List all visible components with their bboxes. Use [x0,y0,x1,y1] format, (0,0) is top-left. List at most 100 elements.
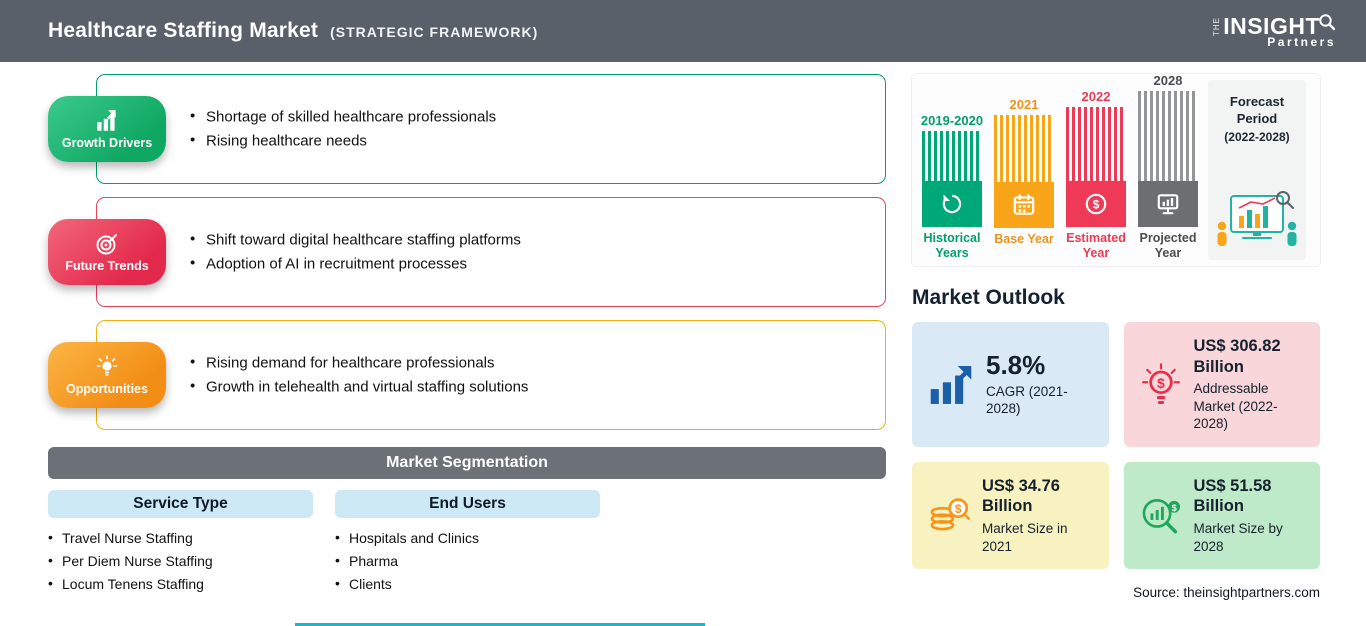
end-users-header: End Users [335,490,600,518]
future-trends-box [96,197,886,307]
growth-drivers-box [96,74,886,184]
list-item: Pharma [335,552,600,569]
cagr-value: 5.8% [986,350,1046,381]
service-type-header: Service Type [48,490,313,518]
service-type-label: Service Type [133,495,228,512]
list-item: Clients [335,575,600,592]
growth-drivers-badge: Growth Drivers [48,96,166,162]
lightbulb-icon [96,354,118,376]
svg-text:$: $ [1171,502,1176,512]
bottom-accent-bar [295,623,705,626]
market-outlook-title: Market Outlook [912,286,1065,309]
opportunities-section: Opportunities Rising demand for healthca… [48,320,886,430]
timeline-base: 2021 [992,97,1056,260]
timeline-year: 2021 [1009,97,1039,112]
list-item: Shortage of skilled healthcare professio… [190,108,496,126]
market-size-2021-card: $ US$ 34.76 Billion Market Size in 2021 [912,462,1109,569]
timeline-bar [1138,91,1198,228]
dollar-magnifier-icon: $ [1142,498,1180,533]
target-icon [96,233,117,254]
list-item: Travel Nurse Staffing [48,529,313,546]
addressable-market-value: US$ 306.82 Billion [1193,337,1281,376]
list-item: Rising demand for healthcare professiona… [190,354,528,372]
cagr-desc: CAGR (2021-2028) [986,383,1068,417]
timeline-bar: $ [1066,107,1126,228]
list-item: Rising healthcare needs [190,132,496,150]
money-icon: $ [1085,193,1107,215]
timeline-estimated: 2022 $ Estimated Year [1064,89,1128,260]
market-segmentation-header: Market Segmentation [48,447,886,479]
growth-drivers-label: Growth Drivers [61,135,153,150]
opportunities-bullets: Rising demand for healthcare professiona… [190,348,528,403]
page-subtitle: (STRATEGIC FRAMEWORK) [330,24,539,40]
forecast-period-title: Forecast Period [1229,94,1285,126]
opportunities-badge: Opportunities [48,342,166,408]
future-trends-label: Future Trends [65,258,149,273]
outlook-cards: 5.8% CAGR (2021-2028) $ [912,322,1320,569]
timeline-year: 2019-2020 [920,113,984,129]
logo-partners: Partners [1267,34,1336,49]
analytics-illustration [1217,191,1297,246]
market-size-2028-value: US$ 51.58 Billion [1193,476,1272,516]
timeline-label: Base Year [994,232,1054,246]
cagr-card: 5.8% CAGR (2021-2028) [912,322,1109,447]
list-item: Per Diem Nurse Staffing [48,552,313,569]
addressable-market-card: $ US$ 306.82 Billion Addressable Market … [1123,322,1320,447]
growth-drivers-section: Growth Drivers Shortage of skilled healt… [48,74,886,184]
coins-magnifier-icon: $ [930,497,970,530]
svg-text:$: $ [1157,376,1165,391]
logo-the: The [1212,16,1222,36]
page-title: Healthcare Staffing Market [48,19,319,42]
timeline-year: 2028 [1153,73,1183,89]
forecast-period-range: (2022-2028) [1224,129,1290,144]
future-trends-badge: Future Trends [48,219,166,285]
addressable-market-desc: Addressable Market (2022-2028) [1193,381,1278,432]
svg-text:$: $ [955,502,962,516]
future-trends-section: Future Trends Shift toward digital healt… [48,197,886,307]
end-users-items: Hospitals and Clinics Pharma Clients [335,529,600,592]
segmentation-groups: Service Type Travel Nurse Staffing Per D… [48,490,886,599]
header: Healthcare Staffing Market (STRATEGIC FR… [0,0,1366,62]
bar-chart-growth-icon [97,109,116,131]
main-content: Growth Drivers Shortage of skilled healt… [0,62,1366,600]
monitor-icon [1157,194,1179,215]
timeline-label: Estimated Year [1066,231,1126,260]
service-type-items: Travel Nurse Staffing Per Diem Nurse Sta… [48,529,313,592]
source-attribution: Source: theinsightpartners.com [1133,585,1320,600]
svg-text:$: $ [1093,198,1100,212]
calendar-icon [1013,194,1035,215]
growth-chart-icon [930,365,972,404]
timeline-bar [994,115,1054,228]
outlook-column: 2019-2020 Historical Years 2021 [912,73,1320,600]
timeline-label: Historical Years [923,231,981,260]
framework-column: Growth Drivers Shortage of skilled healt… [48,74,886,600]
bulb-dollar-icon: $ [1141,362,1180,404]
timeline-year: 2022 [1081,89,1111,105]
segment-end-users: End Users Hospitals and Clinics Pharma C… [335,490,600,599]
list-item: Growth in telehealth and virtual staffin… [190,378,528,396]
future-trends-bullets: Shift toward digital healthcare staffing… [190,225,521,280]
growth-drivers-bullets: Shortage of skilled healthcare professio… [190,102,496,157]
timeline-label: Projected Year [1139,231,1197,260]
magnifier-icon [1319,14,1336,31]
opportunities-label: Opportunities [66,381,148,396]
market-size-2021-desc: Market Size in 2021 [982,521,1068,554]
market-size-2028-card: $ US$ 51.58 Billion Market Size by 2028 [1123,462,1320,569]
timeline-bar [922,131,982,228]
brand-logo: The INSIGHT Partners [1212,12,1336,49]
end-users-label: End Users [429,495,506,512]
logo-insight: INSIGHT [1223,12,1320,39]
list-item: Locum Tenens Staffing [48,575,313,592]
header-titles: Healthcare Staffing Market (STRATEGIC FR… [48,19,538,43]
market-size-2021-value: US$ 34.76 Billion [982,476,1060,516]
segment-service-type: Service Type Travel Nurse Staffing Per D… [48,490,313,599]
market-size-2028-desc: Market Size by 2028 [1193,521,1283,554]
list-item: Hospitals and Clinics [335,529,600,546]
opportunities-box [96,320,886,430]
list-item: Adoption of AI in recruitment processes [190,255,521,273]
timeline-historical: 2019-2020 Historical Years [920,113,984,260]
list-item: Shift toward digital healthcare staffing… [190,231,521,249]
market-segmentation-title: Market Segmentation [386,454,548,471]
timeline-projected: 2028 [1136,73,1200,260]
history-arrows-icon [942,194,962,214]
